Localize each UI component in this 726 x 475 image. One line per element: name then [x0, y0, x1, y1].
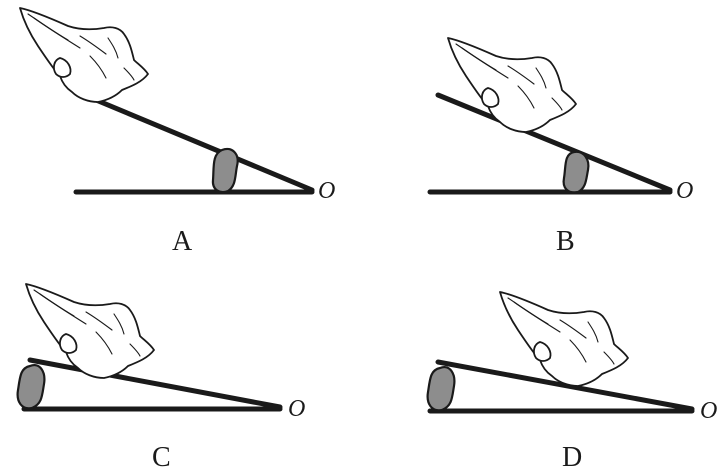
stone [16, 364, 46, 410]
lever-bar [435, 359, 695, 412]
lever-bar [435, 92, 673, 193]
hand-icon [499, 291, 629, 387]
pivot-label: O [288, 396, 305, 422]
hand-icon [447, 37, 577, 133]
lever-bar [81, 92, 315, 193]
option-label-a: A [172, 226, 193, 257]
pivot-label: O [676, 178, 693, 204]
lever-bar [27, 357, 283, 410]
panel-d: O D [426, 291, 717, 473]
stone [562, 150, 590, 194]
option-label-d: D [562, 442, 582, 473]
hand-icon [19, 7, 149, 103]
panel-a: O A [19, 7, 335, 257]
option-label-b: B [556, 226, 575, 257]
stone [426, 366, 456, 412]
pivot-label: O [318, 178, 335, 204]
option-label-c: C [152, 442, 171, 473]
panel-c: O C [16, 283, 305, 473]
panel-b: O B [427, 37, 693, 257]
pivot-label: O [700, 398, 717, 424]
stone [211, 147, 239, 194]
